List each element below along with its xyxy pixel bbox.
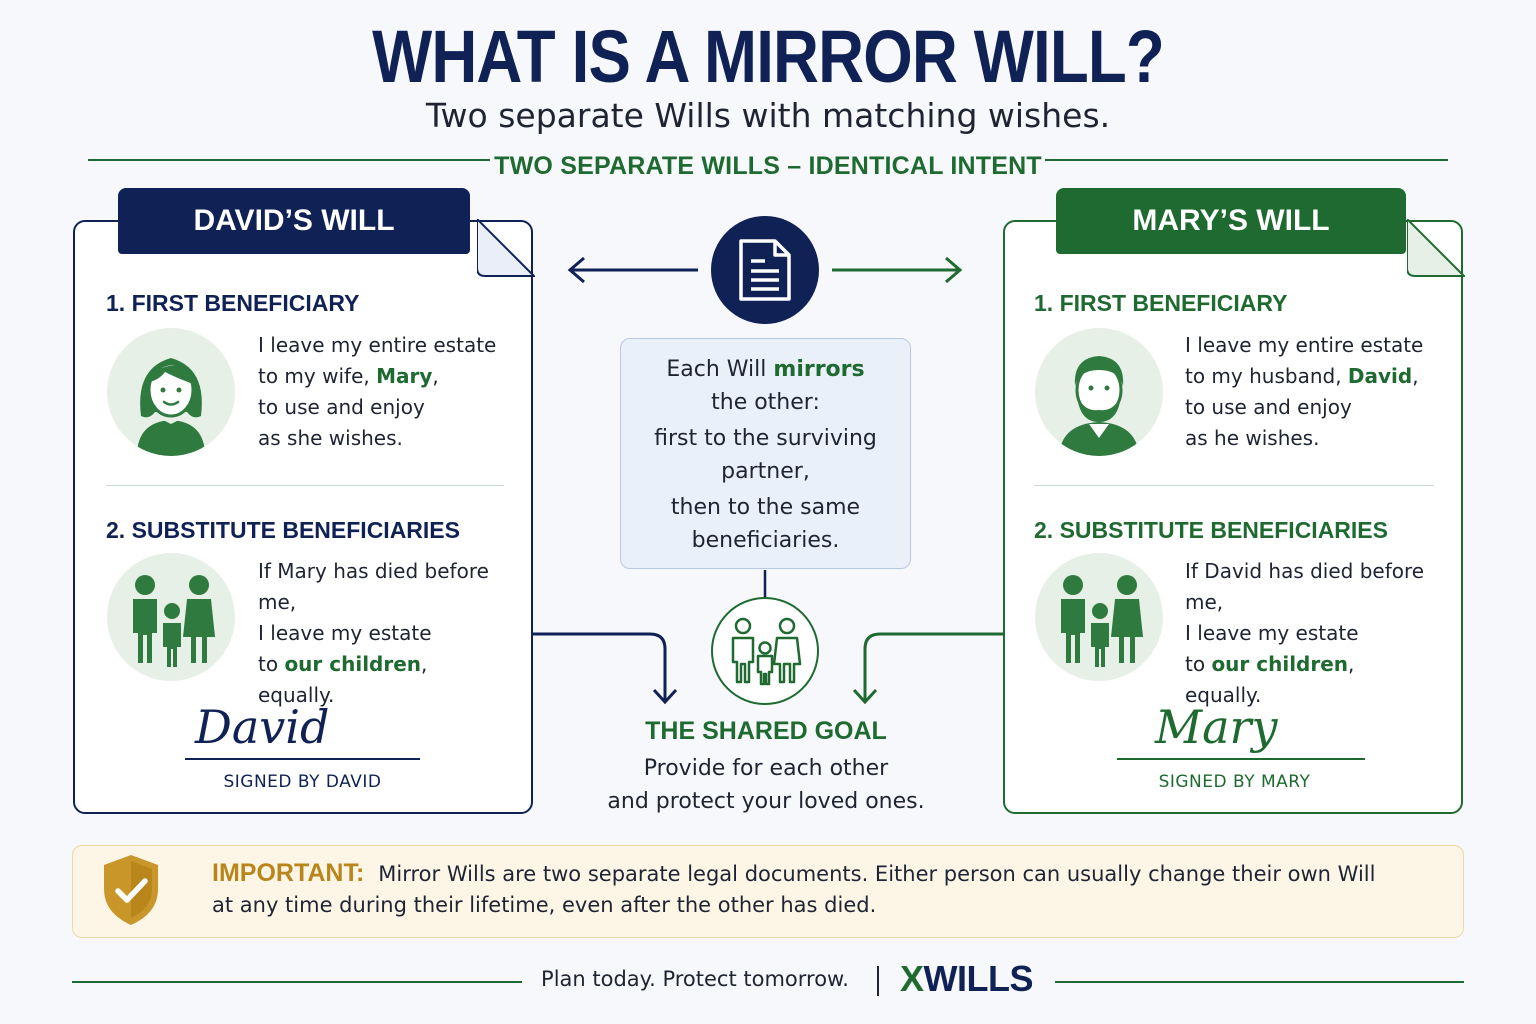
shared-goal-title: THE SHARED GOAL	[645, 717, 887, 745]
david-will-tab: DAVID’S WILL	[118, 188, 470, 254]
connector-david-goal	[533, 632, 678, 705]
mary-first-text: I leave my entire estate to my husband, …	[1185, 333, 1424, 450]
important-text: IMPORTANT:Mirror Wills are two separate …	[212, 859, 1376, 917]
mary-signature-line	[1117, 758, 1365, 760]
shared-goal-text: Provide for each other and protect your …	[607, 756, 925, 814]
david-first-text: I leave my entire estate to my wife, Mar…	[258, 333, 497, 450]
man-avatar-icon	[1035, 328, 1163, 456]
mary-signed-label: SIGNED BY MARY	[1158, 772, 1311, 792]
intent-heading: TWO SEPARATE WILLS – IDENTICAL INTENT	[494, 152, 1042, 180]
important-notice	[72, 845, 1464, 938]
document-icon	[711, 216, 819, 324]
mirror-line-6: beneficiaries.	[691, 528, 840, 553]
brand-logo: XWILLS	[900, 958, 1034, 999]
connector-mary-goal	[852, 632, 1003, 705]
footer-rule-right	[1055, 981, 1464, 983]
page-subtitle: Two separate Wills with matching wishes.	[425, 96, 1111, 135]
david-divider	[106, 485, 504, 486]
mirror-line-1: Each Will mirrors	[666, 357, 865, 382]
intent-rule-right	[1045, 159, 1448, 161]
footer-divider	[877, 966, 879, 996]
mirrors-highlight: mirrors	[773, 357, 865, 382]
footer-rule-left	[72, 981, 522, 983]
david-substitute-text: If Mary has died before me, I leave my e…	[258, 559, 489, 707]
mary-first-heading: 1. FIRST BENEFICIARY	[1034, 290, 1288, 316]
mary-will-tab: MARY’S WILL	[1056, 188, 1406, 254]
beneficiary-name: David	[1347, 364, 1413, 388]
children-highlight: our children	[284, 652, 422, 676]
mirror-line-5: then to the same	[670, 495, 861, 520]
beneficiary-name: Mary	[376, 364, 433, 388]
david-signature-line	[185, 758, 420, 760]
mirror-line-4: partner,	[721, 459, 810, 484]
intent-rule-left	[88, 159, 490, 161]
woman-avatar-icon	[107, 328, 235, 456]
children-family-icon	[1035, 553, 1163, 681]
david-signed-label: SIGNED BY DAVID	[223, 772, 382, 792]
important-label: IMPORTANT:	[212, 859, 365, 887]
mirror-line-2: the other:	[711, 390, 820, 415]
mirror-explanation-box: Each Will mirrors the other: first to th…	[620, 338, 911, 569]
mirror-line-3: first to the surviving	[654, 426, 877, 451]
david-signature: David	[195, 700, 330, 754]
page-fold-icon	[477, 219, 535, 277]
arrow-left	[567, 256, 698, 284]
page-title: WHAT IS A MIRROR WILL?	[372, 15, 1165, 98]
children-highlight: our children	[1211, 652, 1349, 676]
page-fold-icon	[1407, 219, 1465, 277]
david-will-card	[73, 220, 533, 814]
children-family-icon	[107, 553, 235, 681]
david-first-heading: 1. FIRST BENEFICIARY	[106, 290, 360, 316]
family-icon	[711, 597, 819, 705]
arrow-right	[832, 256, 963, 284]
mary-will-card	[1003, 220, 1463, 814]
mary-substitute-text: If David has died before me, I leave my …	[1185, 559, 1425, 707]
footer-tagline: Plan today. Protect tomorrow.	[541, 967, 849, 991]
shield-check-icon	[104, 855, 158, 925]
mary-substitute-heading: 2. SUBSTITUTE BENEFICIARIES	[1034, 517, 1388, 543]
mary-divider	[1034, 485, 1434, 486]
david-substitute-heading: 2. SUBSTITUTE BENEFICIARIES	[106, 517, 460, 543]
mary-signature: Mary	[1155, 700, 1278, 754]
